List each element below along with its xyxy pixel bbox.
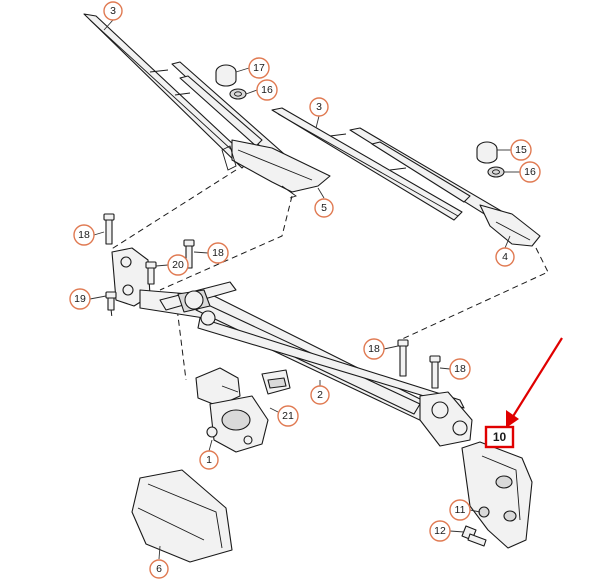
callout-label: 1 [206, 454, 212, 466]
highlight-arrow [506, 337, 563, 428]
callout-label: 2 [317, 389, 323, 401]
wiper-blade-right [271, 107, 463, 221]
leader-lines [89, 19, 520, 560]
callout-5: 5 [314, 198, 334, 218]
callout-label: 18 [212, 247, 224, 259]
bolt-18-upper-left [103, 213, 115, 245]
callout-label: 12 [434, 525, 446, 537]
callout-label: 17 [253, 62, 265, 74]
callout-label: 18 [368, 343, 380, 355]
callout-label: 15 [515, 144, 527, 156]
callout-label: 4 [502, 251, 508, 263]
callout-1: 1 [199, 450, 219, 470]
callout-12: 12 [429, 520, 451, 542]
wiper-motor [195, 367, 269, 453]
callout-label: 19 [74, 293, 86, 305]
nut-16-right [487, 166, 505, 178]
cap-15 [476, 141, 498, 164]
callout-4: 4 [495, 247, 515, 267]
callout-17: 17 [248, 57, 270, 79]
callout-label: 21 [282, 410, 294, 422]
connector-21 [261, 369, 291, 395]
callout-label: 18 [454, 363, 466, 375]
callout-18-center: 18 [207, 242, 229, 264]
wiper-linkage-frame [111, 247, 473, 447]
callout-label: 18 [78, 229, 90, 241]
bracket-10 [461, 441, 533, 549]
bolt-18-lower-b [429, 355, 441, 389]
wiper-blade-left [83, 13, 251, 169]
cover-6 [131, 469, 233, 563]
nut-16-left [229, 88, 247, 100]
callout-21: 21 [277, 405, 299, 427]
callout-18-upper-left: 18 [73, 224, 95, 246]
callout-20: 20 [167, 254, 189, 276]
callout-label: 10 [493, 430, 507, 444]
callout-label: 5 [321, 202, 327, 214]
callout-label: 11 [455, 504, 466, 516]
callout-15: 15 [510, 139, 532, 161]
bolt-20 [145, 261, 157, 285]
callout-label: 6 [156, 563, 162, 575]
callout-label: 16 [524, 166, 536, 178]
callout-18-lower-a: 18 [363, 338, 385, 360]
bolt-18-lower-a [397, 339, 409, 377]
bolt-19 [105, 291, 117, 311]
callout-label: 3 [316, 101, 322, 113]
callout-10-highlighted: 10 [484, 425, 515, 449]
callout-18-lower-b: 18 [449, 358, 471, 380]
callout-label: 16 [261, 84, 273, 96]
wiper-arm-left [171, 61, 331, 199]
callout-2: 2 [310, 385, 330, 405]
callout-6: 6 [149, 559, 169, 579]
callout-3-left: 3 [103, 1, 123, 21]
callout-16-left: 16 [256, 79, 278, 101]
wiper-arm-right [349, 127, 541, 247]
cap-17 [215, 64, 237, 87]
bolt-12 [461, 525, 487, 547]
callout-11: 11 [449, 499, 471, 521]
callout-label: 3 [110, 5, 116, 17]
callout-label: 20 [172, 259, 184, 271]
callout-16-right: 16 [519, 161, 541, 183]
nut-11 [478, 506, 490, 518]
callout-19: 19 [69, 288, 91, 310]
callout-3-right: 3 [309, 97, 329, 117]
